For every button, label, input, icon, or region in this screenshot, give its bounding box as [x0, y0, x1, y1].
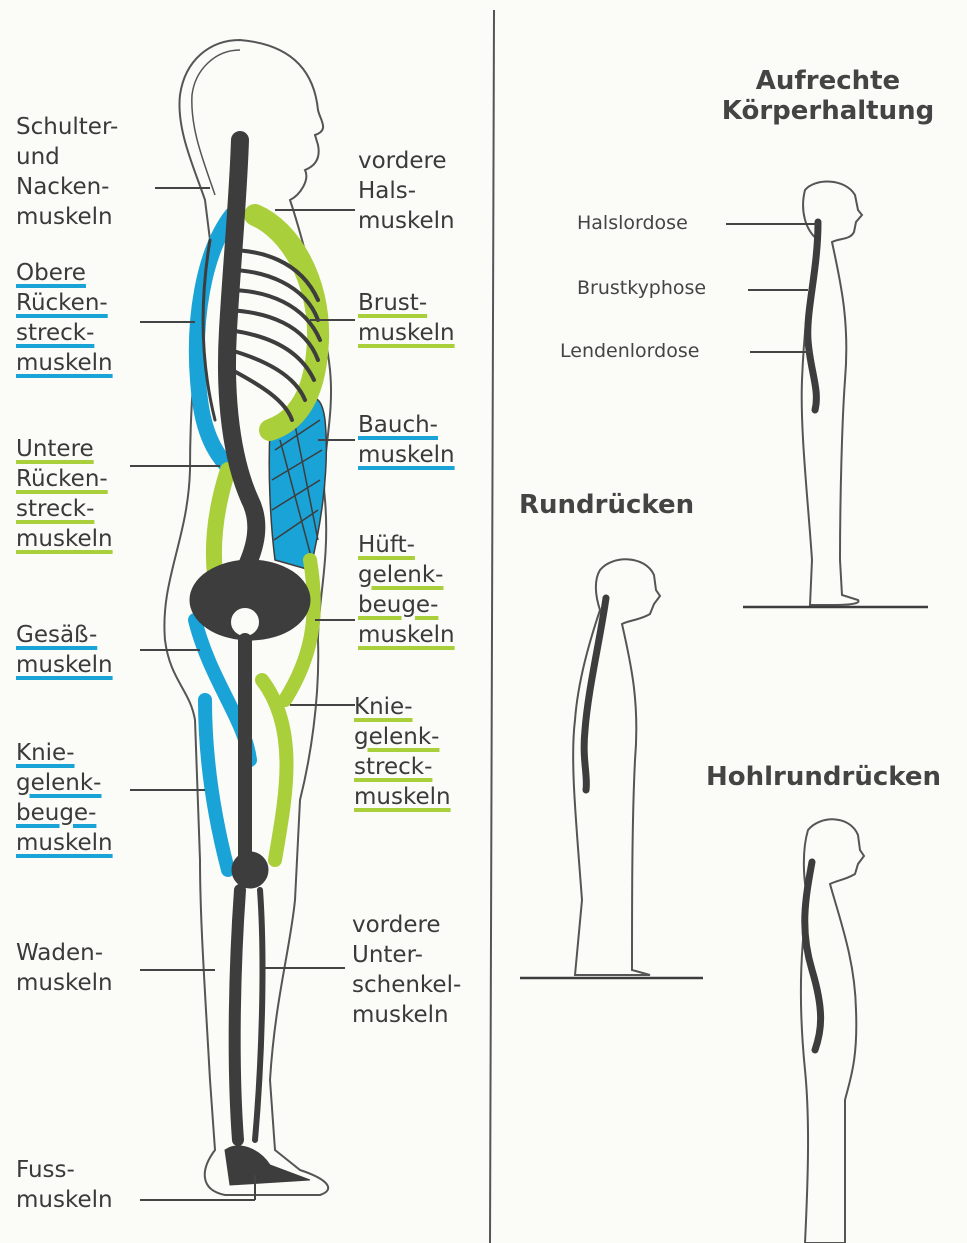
label-line: muskeln: [16, 524, 113, 554]
label-line: muskeln: [358, 206, 455, 236]
label-kniegelenkstreck: Knie- gelenk- streck- muskeln: [354, 692, 451, 812]
spine-label-lendenlordose: Lendenlordose: [560, 340, 699, 362]
center-divider: [490, 10, 494, 1243]
label-vordere-unterschenkel: vordere Unter- schenkel- muskeln: [352, 910, 461, 1030]
label-line: streck-: [16, 494, 113, 524]
label-line: Unter-: [352, 940, 461, 970]
spine-label-brustkyphose: Brustkyphose: [577, 277, 706, 299]
title-line: Aufrechte: [708, 66, 948, 96]
label-line: beuge-: [358, 590, 455, 620]
round-back-figure: [520, 559, 703, 978]
label-bauch: Bauch- muskeln: [358, 410, 455, 470]
hollow-back-figure: [801, 819, 864, 1243]
label-line: Untere: [16, 434, 113, 464]
label-gesaess: Gesäß- muskeln: [16, 620, 113, 680]
label-line: vordere: [358, 146, 455, 176]
upright-figure: [726, 182, 928, 607]
label-line: Brust-: [358, 288, 455, 318]
label-untere-rueckenstreck: Untere Rücken- streck- muskeln: [16, 434, 113, 554]
label-line: muskeln: [16, 968, 113, 998]
label-line: muskeln: [16, 202, 118, 232]
label-line: muskeln: [16, 1185, 113, 1215]
label-vordere-hals: vordere Hals- muskeln: [358, 146, 455, 236]
label-line: Obere: [16, 258, 113, 288]
label-line: muskeln: [358, 620, 455, 650]
label-line: Schulter-: [16, 112, 118, 142]
label-line: Nacken-: [16, 172, 118, 202]
label-line: muskeln: [16, 650, 113, 680]
label-line: muskeln: [354, 782, 451, 812]
label-waden: Waden- muskeln: [16, 938, 113, 998]
label-line: schenkel-: [352, 970, 461, 1000]
label-line: muskeln: [352, 1000, 461, 1030]
label-line: Bauch-: [358, 410, 455, 440]
label-hueftgelenkbeuge: Hüft- gelenk- beuge- muskeln: [358, 530, 455, 650]
spine-label-halslordose: Halslordose: [577, 212, 688, 234]
label-line: gelenk-: [16, 768, 113, 798]
label-fuss: Fuss- muskeln: [16, 1155, 113, 1215]
label-line: Hals-: [358, 176, 455, 206]
label-kniegelenkbeuge: Knie- gelenk- beuge- muskeln: [16, 738, 113, 858]
label-line: Knie-: [16, 738, 113, 768]
label-line: streck-: [16, 318, 113, 348]
label-line: Gesäß-: [16, 620, 113, 650]
label-line: muskeln: [358, 318, 455, 348]
label-line: gelenk-: [358, 560, 455, 590]
label-line: streck-: [354, 752, 451, 782]
label-line: und: [16, 142, 118, 172]
label-schulter-nacken: Schulter- und Nacken- muskeln: [16, 112, 118, 232]
label-line: Hüft-: [358, 530, 455, 560]
label-line: Waden-: [16, 938, 113, 968]
label-line: vordere: [352, 910, 461, 940]
label-line: muskeln: [16, 348, 113, 378]
label-brust: Brust- muskeln: [358, 288, 455, 348]
hollow-round-back-title: Hohlrundrücken: [706, 762, 941, 792]
round-back-title: Rundrücken: [519, 490, 694, 520]
label-line: beuge-: [16, 798, 113, 828]
label-line: muskeln: [358, 440, 455, 470]
label-line: gelenk-: [354, 722, 451, 752]
label-obere-rueckenstreck: Obere Rücken- streck- muskeln: [16, 258, 113, 378]
label-line: Knie-: [354, 692, 451, 722]
label-line: Rücken-: [16, 464, 113, 494]
upright-posture-title: Aufrechte Körperhaltung: [708, 66, 948, 126]
title-line: Körperhaltung: [708, 96, 948, 126]
label-line: muskeln: [16, 828, 113, 858]
label-line: Rücken-: [16, 288, 113, 318]
label-line: Fuss-: [16, 1155, 113, 1185]
